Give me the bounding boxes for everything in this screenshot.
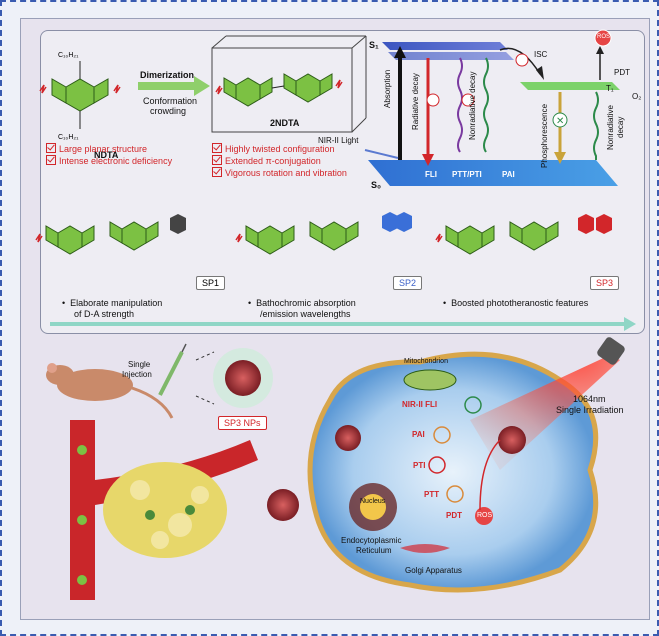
dimerization-label: Dimerization bbox=[140, 70, 195, 80]
golgi-label: Golgi Apparatus bbox=[405, 566, 462, 575]
svg-text:C₁₀H₂₁: C₁₀H₂₁ bbox=[58, 134, 79, 141]
pdt-label: PDT bbox=[614, 68, 630, 77]
ndta-molecule: C₁₀H₂₁ C₁₀H₂₁ bbox=[39, 52, 121, 141]
dimer-label: 2NDTA bbox=[270, 118, 300, 128]
laser-label-2: Single Irradiation bbox=[556, 405, 624, 415]
laser-label: 1064nm bbox=[573, 394, 606, 404]
check-icon bbox=[212, 167, 222, 177]
sp3-nps-badge: SP3 NPs bbox=[218, 416, 267, 430]
free-nanoparticle bbox=[267, 489, 299, 521]
er-label: Endocytoplasmic bbox=[341, 536, 402, 545]
conformation-label: Conformation bbox=[143, 96, 198, 106]
sp3-nanoparticle bbox=[195, 348, 273, 408]
t1-label: T₁ bbox=[606, 84, 614, 93]
dimer-molecule bbox=[215, 73, 343, 107]
nir-fli-label: NIR-II FLI bbox=[402, 400, 438, 409]
pdt-cell-label: PDT bbox=[446, 511, 462, 520]
polymer-sp1 bbox=[35, 214, 186, 255]
crowding-label: crowding bbox=[150, 106, 187, 116]
laser-device bbox=[597, 337, 625, 365]
nonradiative-label: Nonradiative decay bbox=[468, 71, 477, 140]
polymer-sp2 bbox=[235, 212, 412, 255]
syringe-icon bbox=[158, 343, 187, 396]
check-icon bbox=[212, 143, 222, 153]
pai-icon bbox=[433, 426, 451, 444]
caption-sp1: Elaborate manipulation bbox=[62, 298, 162, 308]
pti-icon bbox=[428, 456, 446, 474]
nucleus bbox=[360, 494, 386, 520]
feature-item: Large planar structure bbox=[46, 143, 147, 154]
injection-label: Single bbox=[128, 360, 151, 369]
s0-label: S₀ bbox=[371, 180, 382, 190]
dimerization-arrow bbox=[138, 76, 210, 96]
progress-arrow bbox=[50, 317, 636, 331]
dimer-box bbox=[211, 35, 367, 133]
ndta-label: NDTA bbox=[94, 150, 119, 160]
er-label-2: Reticulum bbox=[356, 546, 392, 555]
phosphorescence-label: Phosphorescence bbox=[540, 103, 549, 168]
decay2-label: decay bbox=[616, 116, 625, 138]
cell-nanoparticle bbox=[335, 425, 361, 451]
golgi-apparatus bbox=[400, 544, 450, 553]
nir-light-label: NIR-II Light bbox=[318, 136, 359, 145]
feature-item: Highly twisted configuration bbox=[212, 143, 335, 154]
polymer-sp3 bbox=[435, 214, 612, 255]
ros-cell-label: ROS bbox=[477, 512, 493, 519]
check-icon bbox=[212, 155, 222, 165]
ros-badge: ROS bbox=[597, 34, 611, 40]
ptt-cell-label: PTT bbox=[424, 490, 440, 499]
injection-label-2: Injection bbox=[122, 370, 152, 379]
check-icon bbox=[46, 143, 56, 153]
isc-label: ISC bbox=[534, 50, 548, 59]
signal-arrow bbox=[479, 439, 501, 511]
s1-label: S₁ bbox=[369, 40, 379, 50]
absorption-label: Absorption bbox=[383, 69, 392, 108]
pai-cell-label: PAI bbox=[412, 430, 425, 439]
ptt-pti-label: PTT/PTI bbox=[452, 170, 482, 179]
mouse-illustration bbox=[46, 363, 174, 419]
mito-label: Mitochondrion bbox=[404, 358, 448, 365]
jablonski-diagram: ✕ bbox=[364, 29, 620, 186]
feature-item: Vigorous rotation and vibration bbox=[212, 167, 347, 178]
o2-label: O₂ bbox=[632, 92, 642, 101]
sp3-badge: SP3 bbox=[590, 276, 620, 290]
pti-cell-label: PTI bbox=[413, 461, 426, 470]
cell-nanoparticle bbox=[498, 426, 526, 454]
radiative-label: Radiative decay bbox=[411, 73, 420, 130]
tumor-mass bbox=[103, 462, 227, 558]
sp2-badge: SP2 bbox=[393, 276, 423, 290]
feature-item: Intense electronic deficiency bbox=[46, 155, 172, 166]
feature-item: Extended π-conjugation bbox=[212, 155, 321, 166]
caption-sp3: Boosted phototheranostic features bbox=[443, 298, 588, 308]
svg-text:✕: ✕ bbox=[556, 116, 564, 127]
nonradiative2-label: Nonradiative bbox=[606, 105, 615, 150]
caption-sp1-line2: of D-A strength bbox=[74, 309, 135, 319]
check-icon bbox=[46, 155, 56, 165]
ptt-icon bbox=[446, 485, 464, 503]
svg-text:C₁₀H₂₁: C₁₀H₂₁ bbox=[58, 52, 79, 59]
nucleus-label: Nucleus bbox=[360, 498, 386, 505]
pai-label: PAI bbox=[502, 170, 515, 179]
fli-icon bbox=[464, 396, 482, 414]
mitochondrion bbox=[403, 369, 457, 391]
caption-sp2-line2: /emission wavelengths bbox=[260, 309, 351, 319]
sp1-badge: SP1 bbox=[196, 276, 226, 290]
ros-icon bbox=[475, 507, 493, 525]
fli-label: FLI bbox=[425, 170, 437, 179]
caption-sp2: Bathochromic absorption bbox=[248, 298, 356, 308]
